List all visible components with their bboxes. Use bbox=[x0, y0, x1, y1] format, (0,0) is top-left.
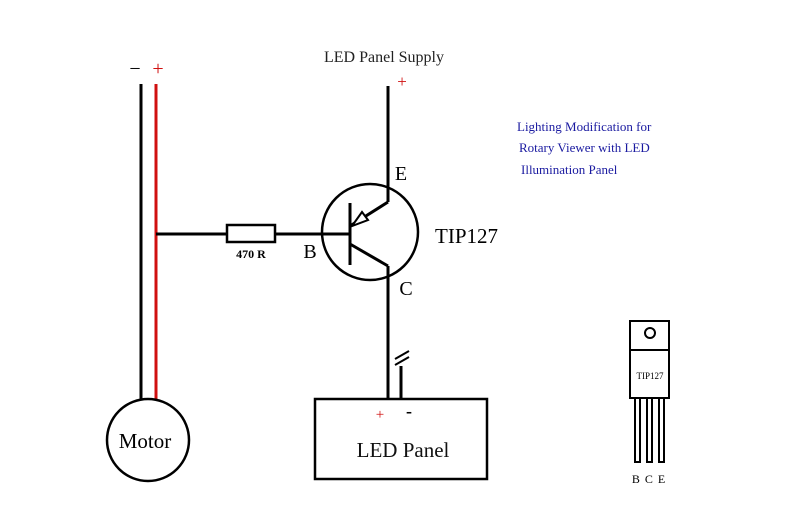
led-panel-box bbox=[313, 397, 489, 481]
mounting-hole-icon bbox=[644, 327, 656, 339]
supply-positive-sign: + bbox=[397, 72, 407, 91]
package-part-label: TIP127 bbox=[637, 371, 665, 381]
wire-break-mark-1 bbox=[394, 350, 410, 360]
pin-base bbox=[634, 397, 641, 463]
title-line-3: Illumination Panel bbox=[521, 162, 618, 177]
base-label: B bbox=[303, 241, 316, 263]
transistor-collector-leg bbox=[349, 242, 389, 268]
emitter-label: E bbox=[395, 163, 407, 185]
led-panel-positive-sign: + bbox=[376, 407, 384, 423]
emitter-arrow-icon bbox=[349, 210, 370, 229]
wire-break-mark-2 bbox=[394, 356, 410, 366]
collector-label: C bbox=[399, 278, 412, 300]
motor-label: Motor bbox=[119, 429, 172, 453]
led-panel-label: LED Panel bbox=[357, 438, 450, 462]
resistor-label: 470 R bbox=[236, 247, 266, 261]
title-line-1: Lighting Modification for bbox=[517, 119, 652, 134]
package-pinout-label: B C E bbox=[632, 472, 666, 486]
supply-label: LED Panel Supply bbox=[324, 49, 444, 66]
motor-positive-sign: + bbox=[152, 58, 163, 80]
title-line-2: Rotary Viewer with LED bbox=[519, 140, 650, 155]
resistor-symbol bbox=[225, 223, 277, 244]
motor-symbol bbox=[105, 397, 191, 483]
pin-emitter bbox=[658, 397, 665, 463]
led-panel-negative-sign: - bbox=[406, 401, 412, 421]
motor-negative-sign: − bbox=[129, 58, 140, 80]
package-drawing: TIP127 B C E bbox=[629, 320, 670, 486]
transistor-part-label: TIP127 bbox=[435, 224, 498, 248]
pin-collector bbox=[646, 397, 653, 463]
transistor-envelope bbox=[320, 182, 420, 282]
